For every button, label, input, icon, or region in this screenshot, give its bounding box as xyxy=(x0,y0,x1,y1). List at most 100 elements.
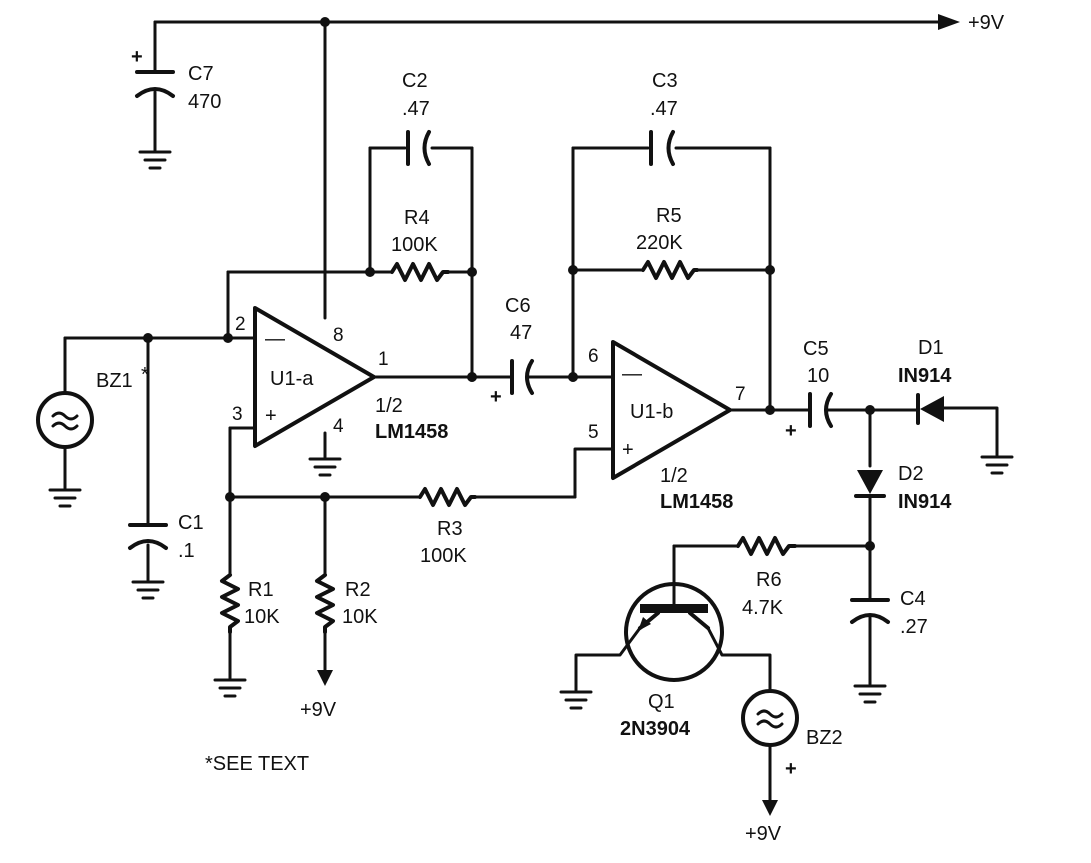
u1b-minus: — xyxy=(622,363,642,385)
d2-part: IN914 xyxy=(898,491,952,513)
r1-zigzag xyxy=(220,573,240,634)
buzzer-bz2: BZ2 + +9V xyxy=(741,689,843,845)
u1b-pin6: 6 xyxy=(588,346,599,367)
q1-collector xyxy=(688,611,710,630)
footnote: *SEE TEXT xyxy=(205,753,309,775)
r5-value: 220K xyxy=(636,232,683,254)
d1-ref: D1 xyxy=(918,337,944,359)
bz2-ref: BZ2 xyxy=(806,727,843,749)
c3-value: .47 xyxy=(650,98,678,120)
u1a-pin2: 2 xyxy=(235,314,246,335)
c5-polarity: + xyxy=(785,420,797,442)
u1a-triangle xyxy=(253,306,376,448)
bz1-wave-icon xyxy=(51,411,79,431)
ground-icon xyxy=(853,684,887,704)
r1-value: 10K xyxy=(244,606,280,628)
resistor-r3: R3 100K xyxy=(418,487,477,567)
u1a-ref: U1-a xyxy=(270,368,314,390)
r2-zigzag xyxy=(315,573,335,634)
ground-icon xyxy=(138,150,172,170)
wires xyxy=(63,20,999,807)
c6-polarity: + xyxy=(490,386,502,408)
r4-value: 100K xyxy=(391,234,438,256)
c7-ref: C7 xyxy=(188,63,214,85)
c1-ref: C1 xyxy=(178,512,204,534)
c2-value: .47 xyxy=(402,98,430,120)
capacitor-c7: + C7 470 xyxy=(131,46,221,170)
u1a-minus: — xyxy=(265,328,285,350)
r3-value: 100K xyxy=(420,545,467,567)
d2-triangle xyxy=(857,470,883,494)
ground-icon xyxy=(213,678,247,698)
c4-ref: C4 xyxy=(900,588,926,610)
r3-ref: R3 xyxy=(437,518,463,540)
c4-value: .27 xyxy=(900,616,928,638)
c5-ref: C5 xyxy=(803,338,829,360)
q1-base-bar xyxy=(640,604,708,613)
bz2-supply-label: +9V xyxy=(745,823,782,845)
u1a-pin3: 3 xyxy=(232,404,243,425)
resistor-r6: R6 4.7K xyxy=(736,536,797,619)
capacitor-c4: C4 .27 xyxy=(850,588,928,704)
u1a-pin8: 8 xyxy=(333,325,344,346)
capacitor-c3: C3 .47 xyxy=(649,70,678,166)
c7-polarity: + xyxy=(131,46,143,68)
q1-ref: Q1 xyxy=(648,691,675,713)
q1-emitter-arrow-icon xyxy=(638,617,651,631)
c1-value: .1 xyxy=(178,540,195,562)
u1a-plus: + xyxy=(265,405,277,427)
c6-value: 47 xyxy=(510,322,532,344)
u1b-ref: U1-b xyxy=(630,401,673,423)
capacitor-c1: C1 .1 xyxy=(128,512,204,600)
r6-zigzag xyxy=(736,536,797,556)
bz1-circle xyxy=(36,391,94,449)
ground-icon xyxy=(980,455,1014,475)
junction-dots xyxy=(143,17,875,551)
bz2-circle xyxy=(741,689,799,747)
opamp-u1b: — + U1-b 6 5 7 1/2 LM1458 xyxy=(588,340,746,513)
r2-ref: R2 xyxy=(345,579,371,601)
resistor-r4: R4 100K xyxy=(390,207,450,282)
r1-ref: R1 xyxy=(248,579,274,601)
r2-value: 10K xyxy=(342,606,378,628)
bz1-ref: BZ1 xyxy=(96,370,133,392)
ground-icon xyxy=(308,457,342,477)
ground-icon xyxy=(559,690,593,710)
ground-icon xyxy=(131,580,165,600)
buzzer-bz1: BZ1 * xyxy=(36,364,149,508)
u1b-fraction: 1/2 xyxy=(660,465,688,487)
q1-envelope xyxy=(624,582,724,682)
r2-supply-label: +9V xyxy=(300,699,337,721)
u1b-part: LM1458 xyxy=(660,491,733,513)
u1a-part: LM1458 xyxy=(375,421,448,443)
u1b-pin5: 5 xyxy=(588,422,599,443)
capacitor-c2: C2 .47 xyxy=(402,70,431,166)
c5-value: 10 xyxy=(807,365,829,387)
r3-zigzag xyxy=(418,487,477,507)
d2-ref: D2 xyxy=(898,463,924,485)
u1a-fraction: 1/2 xyxy=(375,395,403,417)
supply-rail-top: +9V xyxy=(938,12,1005,34)
c6-ref: C6 xyxy=(505,295,531,317)
u1a-pin1: 1 xyxy=(378,349,389,370)
resistor-r5: R5 220K xyxy=(636,205,699,280)
c7-plate-curved xyxy=(135,87,175,98)
r4-zigzag xyxy=(390,262,450,282)
d1-part: IN914 xyxy=(898,365,952,387)
r4-ref: R4 xyxy=(404,207,430,229)
ground-icon xyxy=(48,488,82,508)
u1b-pin7: 7 xyxy=(735,384,746,405)
opamp-u1a: — + U1-a 2 3 1 8 4 1/2 LM1458 xyxy=(232,306,448,477)
resistor-r2: R2 10K +9V xyxy=(300,573,378,721)
resistor-r1: R1 10K xyxy=(213,573,280,698)
transistor-q1: Q1 2N3904 xyxy=(559,582,724,740)
r6-value: 4.7K xyxy=(742,597,784,619)
capacitor-c6: C6 47 + xyxy=(490,295,534,408)
r6-ref: R6 xyxy=(756,569,782,591)
c2-ref: C2 xyxy=(402,70,428,92)
d1-triangle xyxy=(920,396,944,422)
capacitor-c5: C5 10 + xyxy=(785,338,833,442)
u1b-plus: + xyxy=(622,439,634,461)
c7-value: 470 xyxy=(188,91,221,113)
r5-ref: R5 xyxy=(656,205,682,227)
